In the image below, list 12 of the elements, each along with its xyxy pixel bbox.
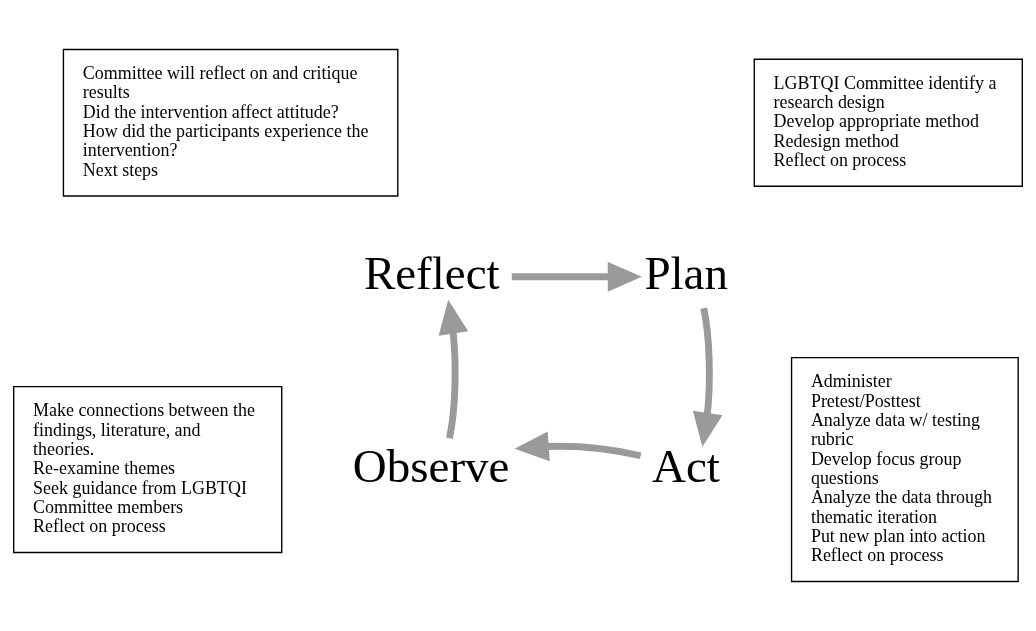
node-text: Act bbox=[652, 439, 720, 492]
arrow bbox=[438, 299, 469, 439]
node-box: Committee will reflect on and critique results Did the intervention affect attitude? How did the participants experience the intervention? Next steps bbox=[62, 48, 399, 197]
node-text: Plan bbox=[644, 246, 728, 299]
arrow bbox=[514, 431, 642, 462]
node-text: Reflect bbox=[363, 246, 500, 299]
arrow bbox=[511, 261, 642, 292]
arrow bbox=[692, 307, 723, 447]
node-box: LGBTQI Committee identify a research design Develop appropriate method Redesign method Reflect on process bbox=[753, 58, 1023, 187]
node-text: Observe bbox=[352, 439, 510, 492]
node-box: Make connections between the findings, literature, and theories. Re-examine themes Seek guidance from LGBTQI Committee members Reflect on process bbox=[13, 385, 283, 554]
node-box: Administer Pretest/Posttest Analyze data w/ testing rubric Develop focus group questions Analyze the data through thematic iteration Put new plan into action Reflect on process bbox=[790, 356, 1019, 583]
